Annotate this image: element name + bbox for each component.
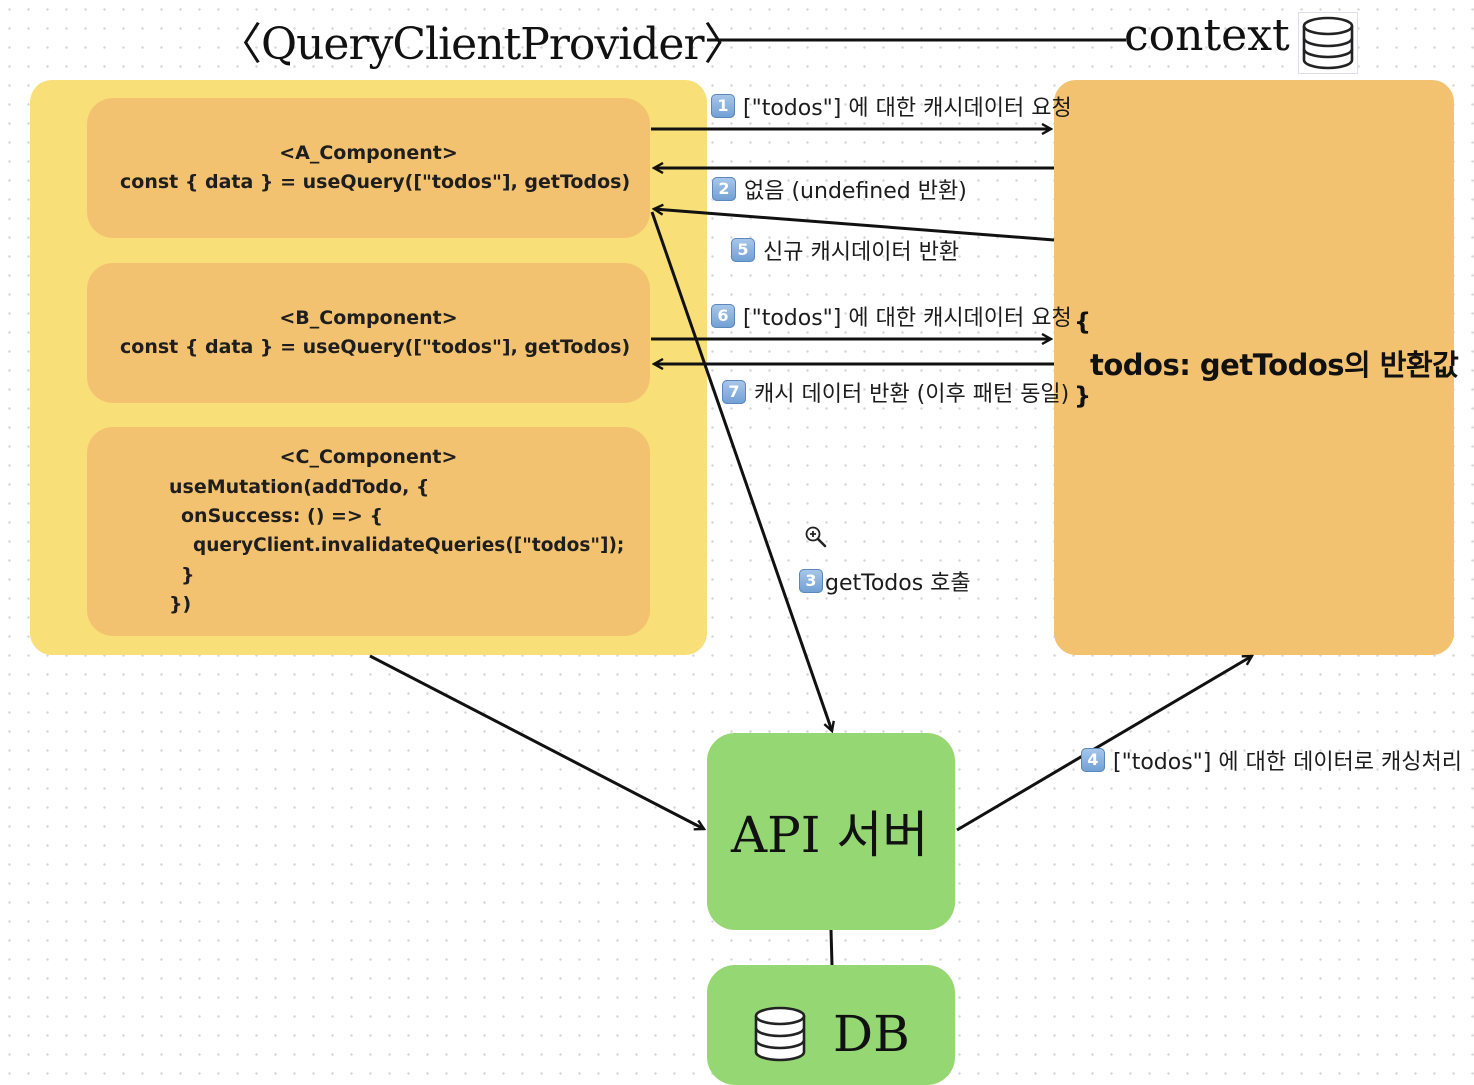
a-component-box: <A_Component> const { data } = useQuery(… [87,98,650,238]
step-5-text: 신규 캐시데이터 반환 [763,240,960,265]
a-component-code: const { data } = useQuery(["todos"], get… [120,171,631,193]
step-2-label: 2 없음 (undefined 반환) [712,173,967,205]
step-5-label: 5 신규 캐시데이터 반환 [731,234,959,266]
step-1-badge: 1 [711,94,735,118]
c-code-line: } [181,564,195,586]
step-1-text: ["todos"] 에 대한 캐시데이터 요청 [743,96,1072,121]
arrow-step-3 [650,211,832,731]
b-component-box: <B_Component> const { data } = useQuery(… [87,263,650,403]
context-cache-box: { todos: getTodos의 반환값 } [1054,80,1459,655]
step-2-text: 없음 (undefined 반환) [744,179,967,204]
step-2-badge: 2 [712,177,736,201]
step-3-badge: 3 [799,569,823,593]
step-4-text: ["todos"] 에 대한 데이터로 캐싱처리 [1113,750,1462,775]
close-brace: } [1074,382,1092,410]
arrow-step-5 [654,209,1055,242]
provider-title: 〈QueryClientProvider〉 [218,19,748,70]
step-3-text: getTodos 호출 [825,571,971,596]
c-code-line: }) [169,593,192,615]
database-icon [751,1003,809,1065]
api-server-box: API 서버 [707,733,955,930]
step-7-badge: 7 [722,380,746,404]
step-3-label: 3 getTodos 호출 [799,565,971,597]
step-4-label: 4 ["todos"] 에 대한 데이터로 캐싱처리 [1081,744,1462,776]
c-code-line: onSuccess: () => { [181,505,383,527]
context-title: context [1124,10,1290,61]
c-code-line: useMutation(addTodo, { [169,476,430,498]
b-component-code: const { data } = useQuery(["todos"], get… [120,336,631,358]
step-7-label: 7 캐시 데이터 반환 (이후 패턴 동일) [722,376,1069,408]
c-component-box: <C_Component> useMutation(addTodo, { onS… [87,427,650,636]
c-code-line: queryClient.invalidateQueries(["todos"])… [193,535,625,556]
step-5-badge: 5 [731,238,755,262]
open-brace: { [1074,308,1092,336]
arrow-mutation-to-server [369,654,704,829]
db-label: DB [833,1005,910,1063]
server-db-link [829,929,834,966]
step-6-badge: 6 [711,304,735,328]
step-1-label: 1 ["todos"] 에 대한 캐시데이터 요청 [711,90,1072,122]
arrow-step-4 [956,654,1252,832]
b-component-name: <B_Component> [279,307,458,329]
c-component-name: <C_Component> [279,446,458,468]
cached-todos-value: todos: getTodos의 반환값 [1090,348,1459,382]
zoom-in-icon [804,525,828,549]
step-7-text: 캐시 데이터 반환 (이후 패턴 동일) [754,382,1070,407]
a-component-name: <A_Component> [279,142,458,164]
database-icon [1298,12,1358,74]
step-6-label: 6 ["todos"] 에 대한 캐시데이터 요청 [711,300,1072,332]
api-server-label: API 서버 [731,806,929,864]
step-6-text: ["todos"] 에 대한 캐시데이터 요청 [743,306,1072,331]
step-4-badge: 4 [1081,748,1105,772]
